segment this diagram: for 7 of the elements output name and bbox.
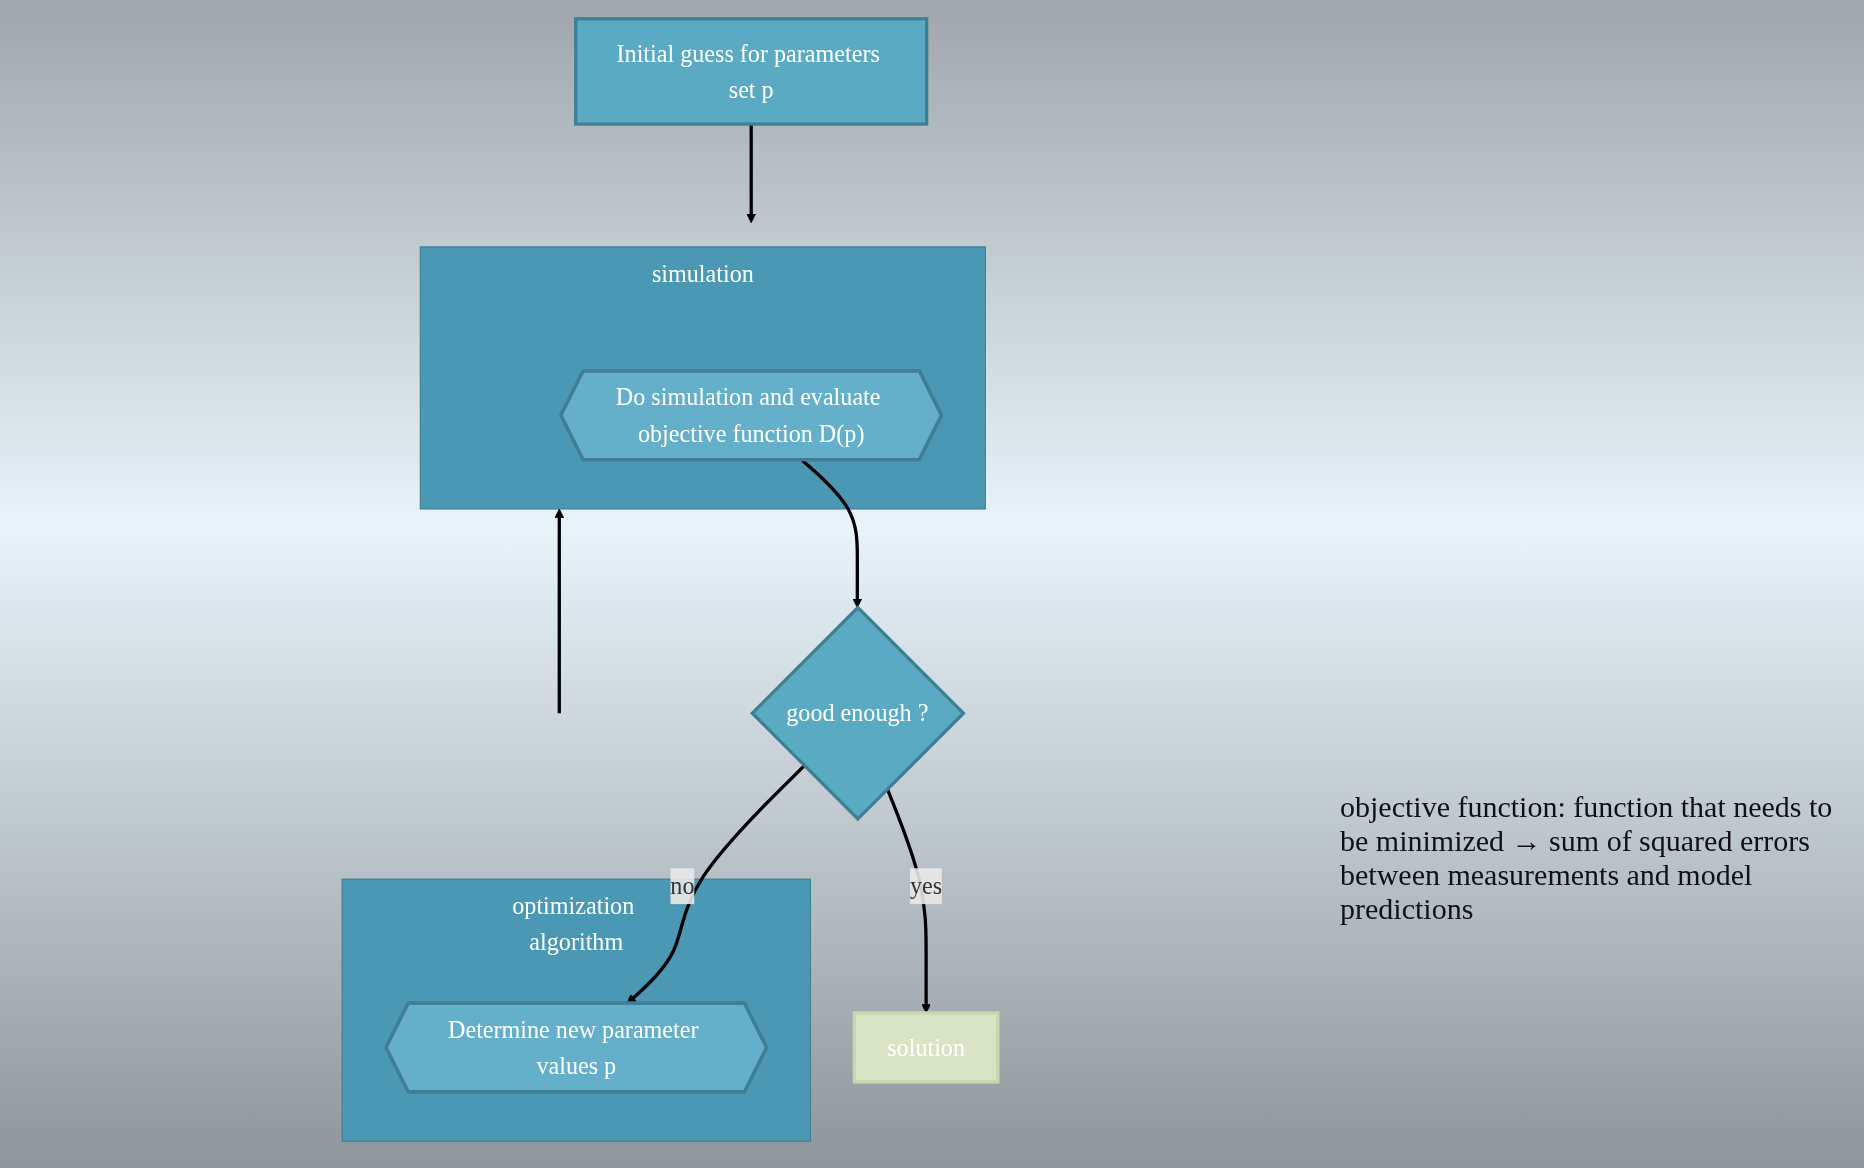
arrow <box>554 508 565 714</box>
node-box: solution <box>852 1011 1000 1084</box>
node-diamond: good enough ? <box>749 605 966 822</box>
note-text: objective function: function that needs to be minimized → sum of squared errors between measurements and model predictions <box>1340 790 1834 926</box>
edge-label: yes <box>910 872 943 900</box>
arrow <box>746 124 757 224</box>
node-box: Initial guess for parameters set p <box>574 17 929 126</box>
